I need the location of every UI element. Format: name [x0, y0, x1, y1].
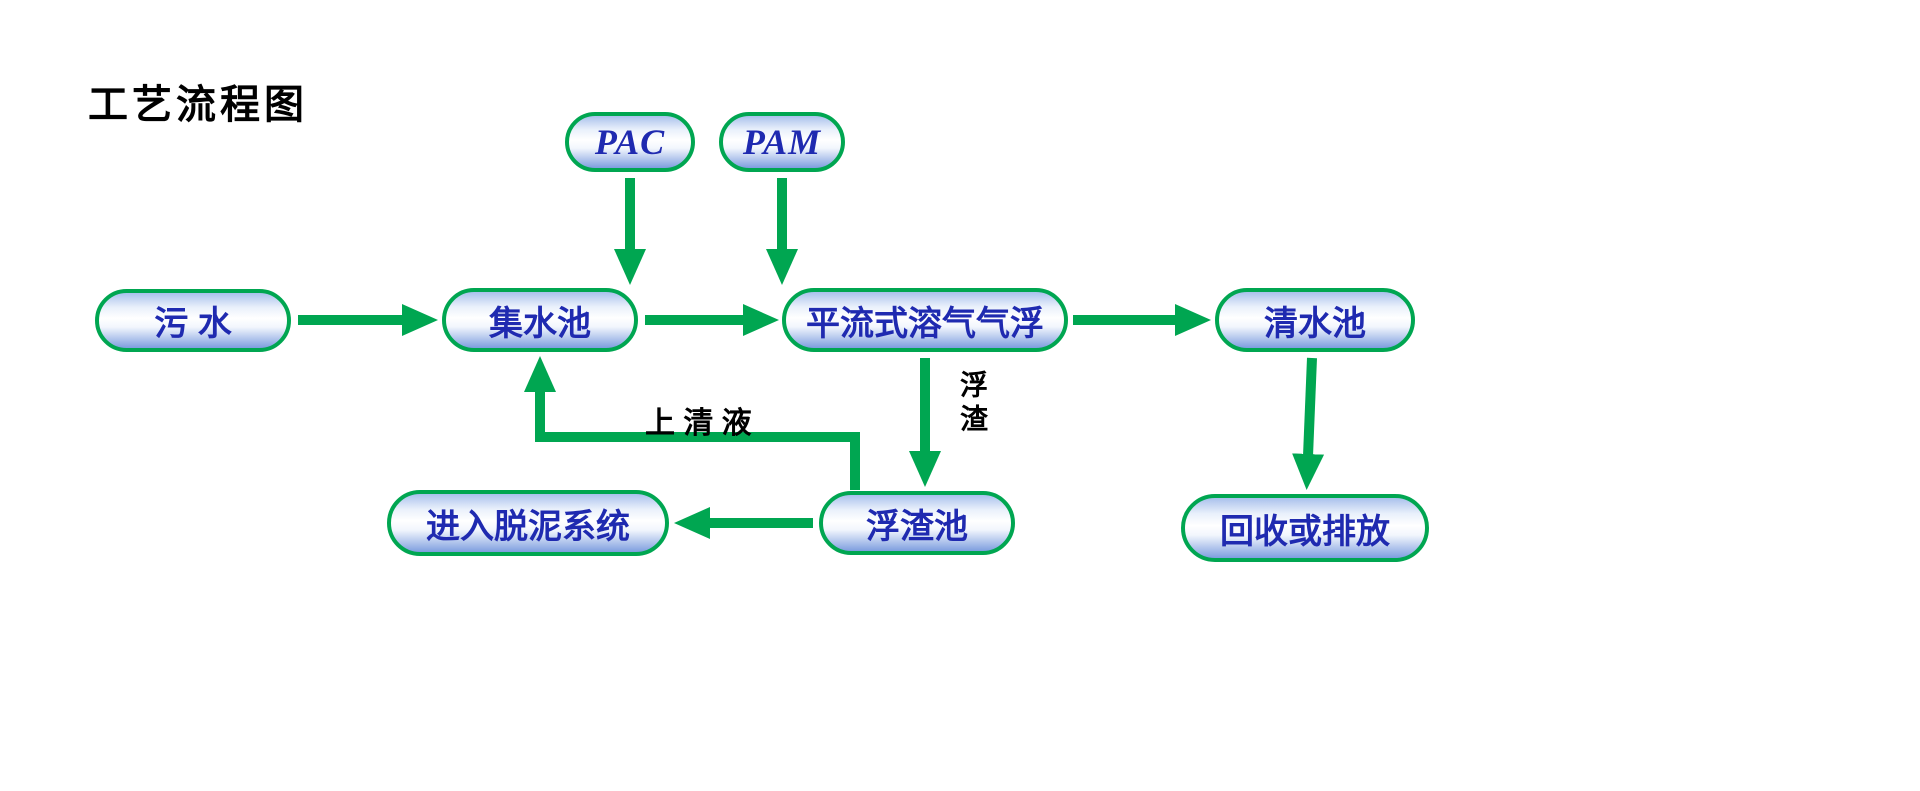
diagram-title: 工艺流程图 [88, 83, 308, 127]
node-clean-water-tank: 清水池 [1215, 288, 1415, 352]
node-sludge-system: 进入脱泥系统 [387, 490, 669, 556]
node-pac: PAC [565, 112, 695, 172]
node-collecting-tank: 集水池 [442, 288, 638, 352]
node-daf: 平流式溶气气浮 [782, 288, 1068, 352]
arrow-clean-water-tank-to-recycle [1292, 357, 1325, 490]
label-scum: 浮渣 [957, 370, 988, 438]
label-supernatant: 上 清 液 [645, 407, 752, 440]
node-recycle-discharge: 回收或排放 [1181, 494, 1429, 562]
node-pam: PAM [719, 112, 845, 172]
node-sewage: 污 水 [95, 289, 291, 352]
node-scum-tank: 浮渣池 [819, 491, 1015, 555]
